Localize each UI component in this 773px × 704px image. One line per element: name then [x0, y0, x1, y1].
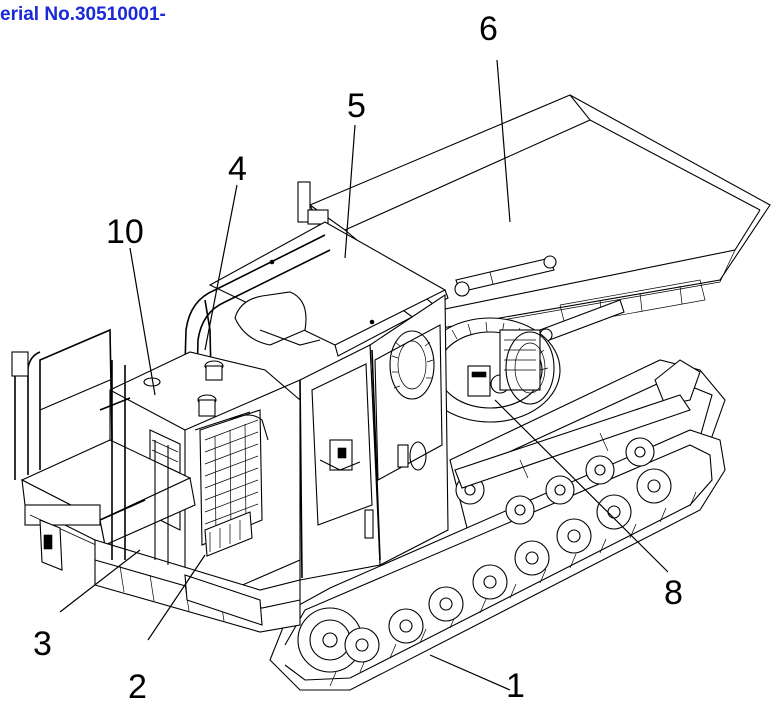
road-wheels: [344, 437, 672, 663]
callout-2: 2: [128, 668, 147, 704]
dump-cylinders: [454, 255, 625, 343]
callout-4: 4: [228, 150, 247, 188]
callout-8: 8: [664, 574, 683, 612]
callout-10: 10: [106, 213, 144, 251]
serial-number-heading: erial No.30510001-: [0, 4, 166, 25]
rear-platform: [11, 328, 301, 633]
cab: [181, 221, 555, 581]
dump-bed: [297, 94, 771, 331]
leader-lines: [59, 59, 669, 691]
callout-1: 1: [506, 667, 525, 704]
callout-3: 3: [33, 625, 52, 663]
callout-6: 6: [479, 10, 498, 48]
callout-labels: 1 2 3 4 5 6 8 10: [33, 10, 683, 704]
undercarriage: [269, 359, 726, 691]
callout-5: 5: [347, 87, 366, 125]
